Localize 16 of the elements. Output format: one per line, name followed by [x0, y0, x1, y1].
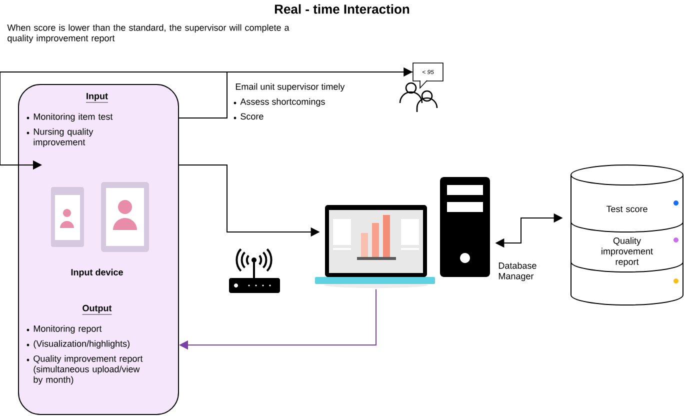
note: When score is lower than the standard, the supervisor will complete a quality improvement report [7, 24, 290, 44]
laptop-drawing [315, 205, 435, 288]
bullet-note: Score [234, 113, 264, 120]
title: Real - time Interaction [274, 4, 410, 14]
note: Email unit supervisor timely [236, 83, 345, 92]
heading: Input [86, 92, 108, 103]
bullet-note: Assess shortcomings [234, 98, 325, 107]
device-caption: Input device [71, 268, 123, 278]
bullet-item: Nursing quality improvement [26, 128, 94, 148]
node-label: Database Manager [498, 262, 536, 282]
bullet-item: (Visualization/highlights) [26, 340, 130, 349]
heading: Output [82, 304, 112, 315]
bullet-item: Quality improvement report (simultaneous upload/view by month) [26, 355, 143, 385]
bullet-item: Monitoring report [26, 325, 102, 334]
bullet-item: Monitoring item test [26, 113, 113, 122]
database-cylinder: Test score Quality improvement report [570, 164, 684, 306]
